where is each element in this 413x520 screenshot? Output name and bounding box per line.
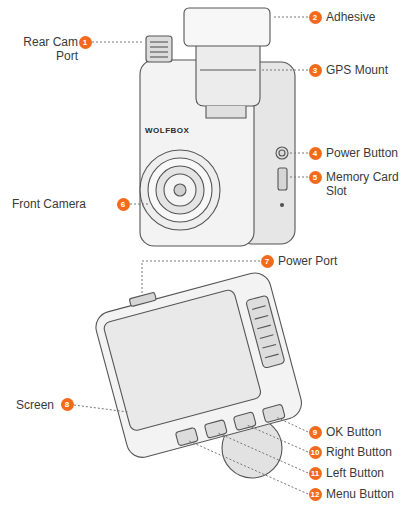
illustration-circle (279, 150, 285, 156)
illustration-path (290, 153, 308, 154)
callout-number: 5 (309, 171, 322, 184)
illustration-rect (92, 269, 305, 460)
illustration-path (74, 405, 128, 412)
part-name: GPS Mount (326, 63, 388, 77)
part-name: Menu Button (326, 487, 394, 501)
part-name: Power Port (278, 254, 337, 268)
illustration-path (196, 44, 260, 106)
illustration-line (150, 46, 168, 47)
part-name: Rear Cam Port (14, 35, 78, 63)
illustration-path (200, 69, 256, 70)
illustration-circle (164, 174, 196, 206)
part-name: Adhesive (326, 10, 375, 24)
illustration-path (92, 42, 144, 43)
illustration-line (150, 56, 168, 57)
illustration-line (265, 354, 279, 358)
illustration-line (150, 41, 168, 42)
callout-number: 10 (309, 446, 322, 459)
illustration-rect (129, 292, 156, 306)
illustration-path (206, 106, 246, 118)
part-name: Power Button (326, 146, 398, 160)
illustration-line (257, 325, 271, 329)
part-name: Left Button (326, 466, 384, 480)
part-name: Memory Card Slot (326, 170, 408, 198)
callout-number: 12 (309, 488, 322, 501)
callout-number: 3 (309, 64, 322, 77)
illustration-circle (174, 184, 186, 196)
illustration-path (262, 70, 308, 71)
callout-number: 4 (309, 147, 322, 160)
callout-number: 6 (117, 198, 130, 211)
callout-number: 11 (309, 467, 322, 480)
illustration-path (289, 177, 308, 178)
illustration-line (255, 315, 269, 319)
illustration-g (91, 263, 306, 461)
illustration-circle (156, 166, 204, 214)
illustration-rect (278, 168, 287, 190)
illustration-rect (184, 8, 270, 46)
illustration-path (218, 433, 308, 473)
callout-number: 9 (309, 426, 322, 439)
illustration-path (272, 17, 308, 18)
illustration-path (142, 261, 260, 295)
illustration-rect (246, 295, 285, 368)
illustration-g (91, 8, 306, 478)
callout-number: 7 (261, 255, 274, 268)
illustration-circle (148, 158, 212, 222)
illustration-line (262, 344, 276, 348)
illustration-circle (276, 147, 288, 159)
illustration-rect (146, 36, 172, 62)
illustration-line (260, 335, 274, 339)
illustration-circle (281, 204, 284, 207)
illustration-path (189, 441, 308, 494)
illustration-line (252, 306, 266, 310)
part-name: Screen (16, 398, 54, 412)
callout-number: 2 (309, 11, 322, 24)
illustration-rect (103, 289, 262, 432)
brand-logo: WOLFBOX (145, 126, 189, 135)
part-name: Front Camera (12, 197, 86, 211)
illustration-line (150, 51, 168, 52)
part-name: OK Button (326, 425, 381, 439)
illustration-path (247, 425, 308, 452)
illustration-g (74, 17, 308, 494)
illustration-circle (140, 150, 220, 230)
part-name: Right Button (326, 445, 392, 459)
callout-number: 8 (61, 398, 74, 411)
illustration-path (130, 204, 148, 205)
callout-number: 1 (79, 36, 92, 49)
illustration-path (276, 417, 308, 432)
